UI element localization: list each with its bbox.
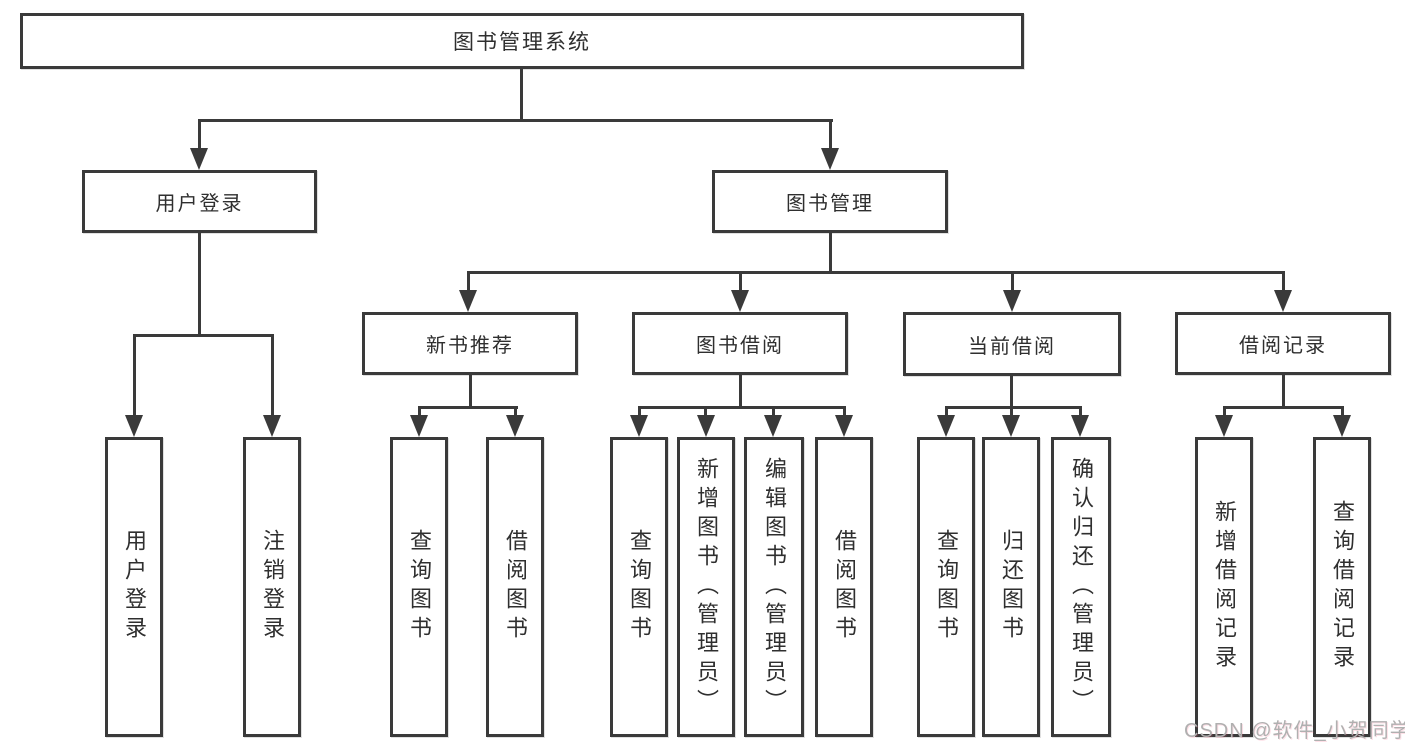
- connector-line: [704, 406, 707, 419]
- arrow-down-icon: [1002, 415, 1020, 437]
- connector-line: [1282, 375, 1285, 408]
- csdn-watermark: CSDN @软件_小贺同学: [1184, 720, 1405, 742]
- arrow-down-icon: [937, 415, 955, 437]
- connector-line: [638, 406, 641, 419]
- node-label: 用户登录: [122, 529, 147, 645]
- connector-line: [198, 119, 201, 152]
- connector-line: [829, 233, 832, 274]
- node-label: 查询图书: [407, 529, 432, 645]
- arrow-down-icon: [190, 148, 208, 170]
- node-leaf-return-books: 归还图书: [982, 437, 1040, 737]
- node-label: 用户登录: [155, 193, 244, 215]
- node-leaf-edit-books-admin: 编辑图书（管理员）: [744, 437, 804, 737]
- node-book-borrowing: 图书借阅: [632, 312, 848, 375]
- node-leaf-query-books: 查询图书: [390, 437, 448, 737]
- node-label: 查询借阅记录: [1330, 500, 1355, 674]
- node-leaf-borrow-books: 借阅图书: [486, 437, 544, 737]
- arrow-down-icon: [821, 148, 839, 170]
- connector-line: [1341, 406, 1344, 419]
- connector-line: [772, 406, 775, 419]
- connector-line: [1282, 271, 1285, 293]
- node-leaf-query-borrow-record: 查询借阅记录: [1313, 437, 1371, 737]
- node-label: 当前借阅: [968, 335, 1056, 358]
- node-leaf-query-books: 查询图书: [917, 437, 975, 737]
- arrow-down-icon: [1003, 290, 1021, 312]
- connector-line: [514, 406, 517, 419]
- arrow-down-icon: [731, 290, 749, 312]
- connector-line: [467, 271, 1285, 274]
- node-leaf-add-books-admin: 新增图书（管理员）: [677, 437, 735, 737]
- node-leaf-query-books: 查询图书: [610, 437, 668, 737]
- arrow-down-icon: [630, 415, 648, 437]
- connector-line: [418, 406, 518, 409]
- connector-line: [1079, 406, 1082, 419]
- node-borrowing-records: 借阅记录: [1175, 312, 1391, 375]
- node-leaf-borrow-books: 借阅图书: [815, 437, 873, 737]
- connector-line: [1010, 375, 1013, 408]
- arrow-down-icon: [410, 415, 428, 437]
- connector-line: [739, 375, 742, 408]
- arrow-down-icon: [506, 415, 524, 437]
- connector-line: [1010, 406, 1013, 419]
- connector-line: [739, 271, 742, 293]
- node-label: 新书推荐: [426, 335, 514, 357]
- arrow-down-icon: [764, 415, 782, 437]
- connector-line: [1223, 406, 1226, 419]
- connector-line: [198, 119, 833, 122]
- node-label: 借阅图书: [832, 529, 857, 645]
- node-label: 新增借阅记录: [1212, 500, 1237, 674]
- node-book-management: 图书管理: [712, 170, 948, 233]
- connector-line: [271, 334, 274, 419]
- connector-line: [843, 406, 846, 419]
- arrow-down-icon: [697, 415, 715, 437]
- node-label: 查询图书: [934, 529, 959, 645]
- node-label: 确认归还（管理员）: [1069, 456, 1094, 718]
- node-new-book-recommendation: 新书推荐: [362, 312, 578, 375]
- node-label: 查询图书: [627, 529, 652, 645]
- connector-line: [829, 119, 832, 152]
- connector-line: [520, 69, 523, 120]
- connector-line: [945, 406, 1082, 409]
- node-label: 图书管理: [786, 193, 874, 215]
- connector-line: [1011, 271, 1014, 293]
- arrow-down-icon: [1215, 415, 1233, 437]
- node-label: 借阅图书: [503, 529, 528, 645]
- arrow-down-icon: [835, 415, 853, 437]
- arrow-down-icon: [125, 415, 143, 437]
- node-label: 编辑图书（管理员）: [762, 456, 787, 718]
- arrow-down-icon: [1274, 290, 1292, 312]
- connector-line: [133, 334, 136, 419]
- node-user-login: 用户登录: [82, 170, 317, 233]
- node-label: 注销登录: [260, 529, 285, 645]
- node-leaf-user-login: 用户登录: [105, 437, 163, 737]
- arrow-down-icon: [263, 415, 281, 437]
- node-label: 图书管理系统: [453, 31, 591, 54]
- node-label: 新增图书（管理员）: [694, 456, 719, 718]
- arrow-down-icon: [1071, 415, 1089, 437]
- connector-line: [469, 375, 472, 408]
- connector-line: [198, 233, 201, 336]
- arrow-down-icon: [1333, 415, 1351, 437]
- connector-line: [638, 406, 846, 409]
- connector-line: [467, 271, 470, 293]
- node-label: 归还图书: [999, 529, 1024, 645]
- connector-line: [133, 334, 274, 337]
- connector-line: [418, 406, 421, 419]
- node-library-management-system: 图书管理系统: [20, 13, 1024, 69]
- node-leaf-logout: 注销登录: [243, 437, 301, 737]
- node-current-borrowing: 当前借阅: [903, 312, 1121, 376]
- node-label: 图书借阅: [696, 335, 784, 357]
- connector-line: [945, 406, 948, 419]
- node-leaf-add-borrow-record: 新增借阅记录: [1195, 437, 1253, 737]
- connector-line: [1223, 406, 1344, 409]
- node-label: 借阅记录: [1239, 335, 1327, 357]
- arrow-down-icon: [459, 290, 477, 312]
- node-leaf-confirm-return-admin: 确认归还（管理员）: [1051, 437, 1111, 737]
